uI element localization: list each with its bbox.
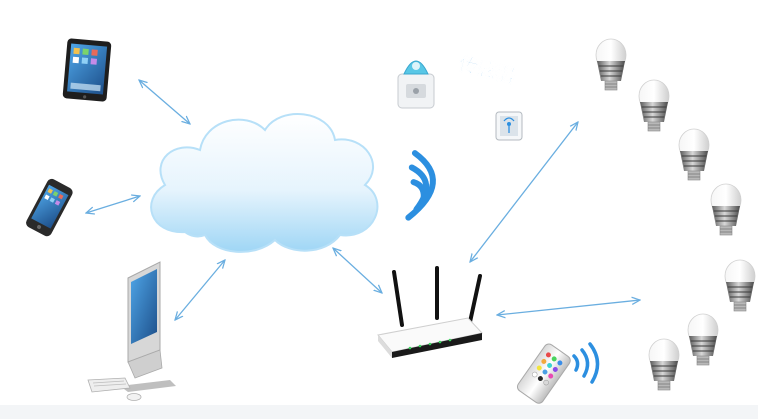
sensor-label-text: 传感器 <box>455 52 518 88</box>
tablet-icon <box>62 38 112 102</box>
cloud-icon <box>150 113 379 253</box>
tablet-cloud-arrow <box>139 80 190 124</box>
sensor-label: 传感器 <box>455 52 518 88</box>
signal-sensor-icon <box>495 111 523 141</box>
smartphone-icon <box>26 178 73 237</box>
bottom-strip <box>0 405 758 419</box>
wifi-router-icon <box>377 266 483 358</box>
desktop-cloud-arrow <box>175 260 225 320</box>
cloud-router-arrow <box>333 248 382 293</box>
router-bulbs-top-arrow <box>470 122 578 262</box>
wifi-waves-icon <box>405 150 436 221</box>
desktop-computer-icon <box>87 261 176 401</box>
router-bulbs-bottom-arrow <box>497 300 640 315</box>
smart-socket-icon <box>397 60 435 109</box>
rgb-remote-icon <box>516 343 571 404</box>
phone-cloud-arrow <box>86 196 140 213</box>
remote-signal-icon <box>572 342 600 384</box>
led-bulb-icon <box>595 38 756 391</box>
